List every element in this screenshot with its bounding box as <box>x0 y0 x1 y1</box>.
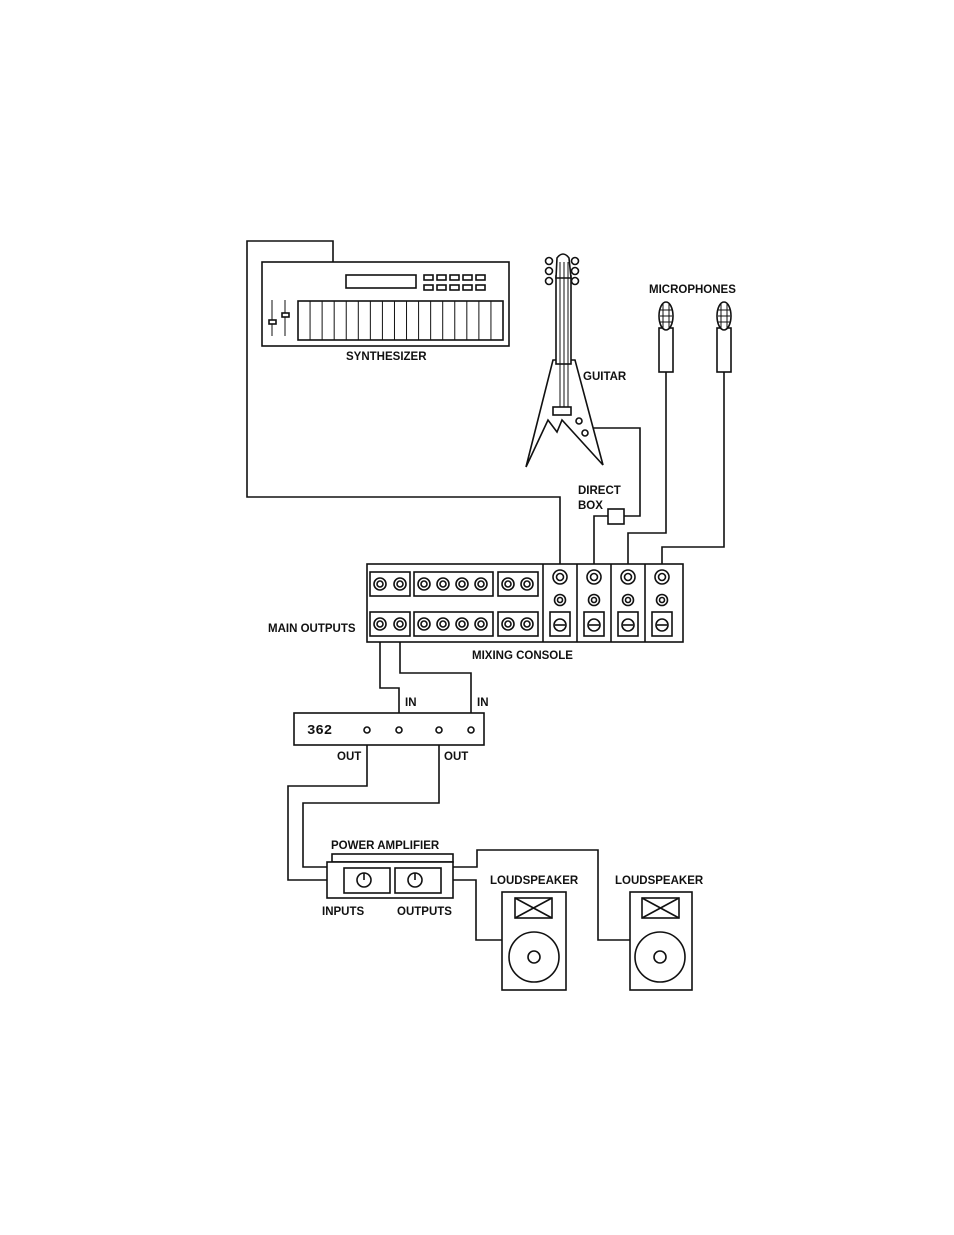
cable-microphone-2-to-console <box>662 372 724 571</box>
cable-microphone-1-to-console <box>628 372 666 571</box>
power-amplifier-top <box>332 854 453 862</box>
power-amplifier: POWER AMPLIFIER INPUTS OUTPUTS <box>322 840 453 918</box>
synthesizer-button <box>463 285 472 290</box>
synthesizer-button <box>424 285 433 290</box>
synthesizer-button <box>424 275 433 280</box>
unit-362-out-left-jack <box>364 727 370 733</box>
unit-362-in-left-jack <box>396 727 402 733</box>
guitar-knob <box>582 430 588 436</box>
microphones: MICROPHONES <box>649 284 736 372</box>
unit-362-out-right-jack <box>436 727 442 733</box>
direct-box-label-line2: BOX <box>578 500 603 512</box>
cable-amp-to-loudspeaker-left <box>453 880 502 940</box>
unit-362-in-left-label: IN <box>405 697 417 709</box>
guitar-knob <box>576 418 582 424</box>
direct-box-body <box>608 509 624 524</box>
synthesizer-button <box>450 285 459 290</box>
unit-362-out-left-label: OUT <box>337 751 361 763</box>
synthesizer-button <box>437 285 446 290</box>
cable-direct-box-to-console <box>594 516 608 571</box>
unit-362-in-right-jack <box>468 727 474 733</box>
microphones-label: MICROPHONES <box>649 284 736 296</box>
loudspeaker-right-label: LOUDSPEAKER <box>615 875 704 887</box>
mixing-console: MAIN OUTPUTS MIXING CONSOLE <box>268 564 683 662</box>
synthesizer-display <box>346 275 416 288</box>
synthesizer-button <box>476 275 485 280</box>
mixing-console-label: MIXING CONSOLE <box>472 650 573 662</box>
power-amplifier-knob-left <box>357 873 371 887</box>
unit-362: 362 IN IN OUT OUT <box>294 697 489 763</box>
synthesizer-keyboard <box>298 301 503 340</box>
loudspeaker-left: LOUDSPEAKER <box>490 875 579 990</box>
guitar: GUITAR <box>526 254 627 467</box>
guitar-bridge <box>553 407 571 415</box>
unit-362-label: 362 <box>307 723 332 739</box>
microphone-1 <box>659 302 673 372</box>
synthesizer-label: SYNTHESIZER <box>346 351 427 363</box>
power-amplifier-outputs-label: OUTPUTS <box>397 906 452 918</box>
loudspeaker-right: LOUDSPEAKER <box>615 875 704 990</box>
synthesizer-button <box>476 285 485 290</box>
microphone-2 <box>717 302 731 372</box>
direct-box-label-line1: DIRECT <box>578 485 621 497</box>
loudspeaker-left-label: LOUDSPEAKER <box>490 875 579 887</box>
main-outputs-label: MAIN OUTPUTS <box>268 623 356 635</box>
power-amplifier-inputs-label: INPUTS <box>322 906 365 918</box>
synthesizer-button <box>463 275 472 280</box>
unit-362-in-right-label: IN <box>477 697 489 709</box>
synthesizer: SYNTHESIZER <box>262 262 509 363</box>
unit-362-out-right-label: OUT <box>444 751 468 763</box>
synthesizer-button <box>437 275 446 280</box>
guitar-label: GUITAR <box>583 371 627 383</box>
direct-box: DIRECT BOX <box>578 485 624 524</box>
power-amplifier-knob-right <box>408 873 422 887</box>
power-amplifier-label: POWER AMPLIFIER <box>331 840 440 852</box>
synthesizer-button <box>450 275 459 280</box>
